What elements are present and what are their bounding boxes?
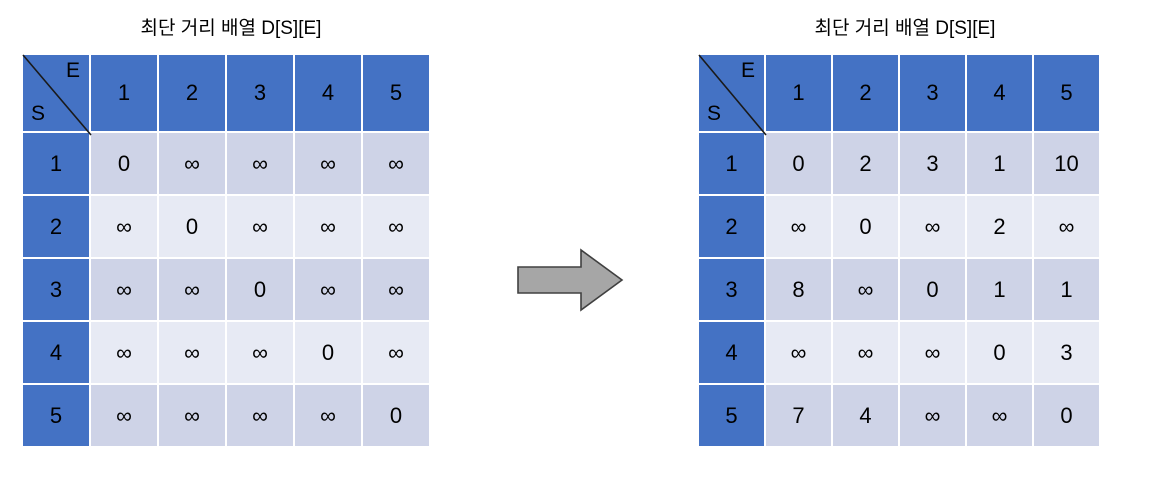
cell-5-3: ∞: [227, 385, 293, 446]
matrix-corner-cell: E S: [698, 54, 767, 136]
column-header-2: 2: [833, 55, 898, 131]
cell-2-2: 0: [159, 196, 225, 257]
row-header-3: 3: [699, 259, 764, 320]
row-header-2: 2: [699, 196, 764, 257]
cell-4-3: ∞: [227, 322, 293, 383]
row-header-5: 5: [23, 385, 89, 446]
column-header-4: 4: [967, 55, 1032, 131]
cell-3-5: 1: [1034, 259, 1099, 320]
table-row: 1 0 ∞ ∞ ∞ ∞: [23, 133, 429, 194]
cell-1-4: 1: [967, 133, 1032, 194]
cell-4-4: 0: [295, 322, 361, 383]
table-row: 2 ∞ 0 ∞ 2 ∞: [699, 196, 1099, 257]
corner-row-label: S: [31, 102, 46, 125]
cell-5-2: 4: [833, 385, 898, 446]
left-matrix-title: 최단 거리 배열 D[S][E]: [140, 18, 322, 39]
cell-4-4: 0: [967, 322, 1032, 383]
cell-4-2: ∞: [833, 322, 898, 383]
cell-5-1: ∞: [91, 385, 157, 446]
row-header-3: 3: [23, 259, 89, 320]
cell-3-2: ∞: [159, 259, 225, 320]
cell-1-4: ∞: [295, 133, 361, 194]
cell-2-5: ∞: [363, 196, 429, 257]
row-header-4: 4: [23, 322, 89, 383]
column-header-1: 1: [766, 55, 831, 131]
cell-3-4: ∞: [295, 259, 361, 320]
cell-4-1: ∞: [91, 322, 157, 383]
cell-3-1: ∞: [91, 259, 157, 320]
right-block-arrow-icon: [517, 248, 624, 312]
cell-2-2: 0: [833, 196, 898, 257]
cell-1-5: 10: [1034, 133, 1099, 194]
cell-1-3: ∞: [227, 133, 293, 194]
row-header-2: 2: [23, 196, 89, 257]
cell-2-3: ∞: [227, 196, 293, 257]
cell-5-1: 7: [766, 385, 831, 446]
cell-3-1: 8: [766, 259, 831, 320]
column-header-5: 5: [1034, 55, 1099, 131]
row-header-1: 1: [23, 133, 89, 194]
corner-col-label: E: [740, 59, 755, 82]
table-row: 5 7 4 ∞ ∞ 0: [699, 385, 1099, 446]
left-distance-matrix: E S 1 2 3 4 5 1 0 ∞ ∞ ∞ ∞ 2 ∞ 0: [21, 53, 431, 448]
diagonal-split-line-icon: [698, 54, 767, 136]
cell-4-3: ∞: [900, 322, 965, 383]
table-row: 4 ∞ ∞ ∞ 0 ∞: [23, 322, 429, 383]
table-row: 4 ∞ ∞ ∞ 0 3: [699, 322, 1099, 383]
cell-3-4: 1: [967, 259, 1032, 320]
cell-5-3: ∞: [900, 385, 965, 446]
cell-4-5: ∞: [363, 322, 429, 383]
right-distance-matrix: E S 1 2 3 4 5 1 0 2 3 1 10 2 ∞ 0: [697, 53, 1101, 448]
cell-2-5: ∞: [1034, 196, 1099, 257]
table-row: 5 ∞ ∞ ∞ ∞ 0: [23, 385, 429, 446]
cell-2-1: ∞: [91, 196, 157, 257]
column-header-4: 4: [295, 55, 361, 131]
cell-2-4: ∞: [295, 196, 361, 257]
column-header-3: 3: [227, 55, 293, 131]
cell-3-5: ∞: [363, 259, 429, 320]
cell-4-2: ∞: [159, 322, 225, 383]
matrix-corner-cell: E S: [22, 54, 92, 136]
cell-1-2: ∞: [159, 133, 225, 194]
cell-4-1: ∞: [766, 322, 831, 383]
cell-3-2: ∞: [833, 259, 898, 320]
column-header-3: 3: [900, 55, 965, 131]
cell-5-4: ∞: [295, 385, 361, 446]
table-row: 2 ∞ 0 ∞ ∞ ∞: [23, 196, 429, 257]
cell-1-2: 2: [833, 133, 898, 194]
cell-1-1: 0: [766, 133, 831, 194]
cell-1-1: 0: [91, 133, 157, 194]
column-header-2: 2: [159, 55, 225, 131]
row-header-1: 1: [699, 133, 764, 194]
table-header-row: E S 1 2 3 4 5: [22, 54, 429, 136]
diagonal-split-line-icon: [22, 54, 92, 136]
cell-5-5: 0: [1034, 385, 1099, 446]
cell-5-2: ∞: [159, 385, 225, 446]
right-matrix-title: 최단 거리 배열 D[S][E]: [814, 18, 996, 39]
table-row: 1 0 2 3 1 10: [699, 133, 1099, 194]
cell-1-3: 3: [900, 133, 965, 194]
table-header-row: E S 1 2 3 4 5: [698, 54, 1099, 136]
corner-col-label: E: [65, 59, 80, 82]
cell-5-5: 0: [363, 385, 429, 446]
row-header-5: 5: [699, 385, 764, 446]
corner-row-label: S: [707, 102, 722, 125]
cell-1-5: ∞: [363, 133, 429, 194]
cell-2-4: 2: [967, 196, 1032, 257]
cell-4-5: 3: [1034, 322, 1099, 383]
table-row: 3 ∞ ∞ 0 ∞ ∞: [23, 259, 429, 320]
cell-2-1: ∞: [766, 196, 831, 257]
table-row: 3 8 ∞ 0 1 1: [699, 259, 1099, 320]
column-header-5: 5: [363, 55, 429, 131]
row-header-4: 4: [699, 322, 764, 383]
cell-5-4: ∞: [967, 385, 1032, 446]
column-header-1: 1: [91, 55, 157, 131]
cell-3-3: 0: [900, 259, 965, 320]
cell-2-3: ∞: [900, 196, 965, 257]
cell-3-3: 0: [227, 259, 293, 320]
